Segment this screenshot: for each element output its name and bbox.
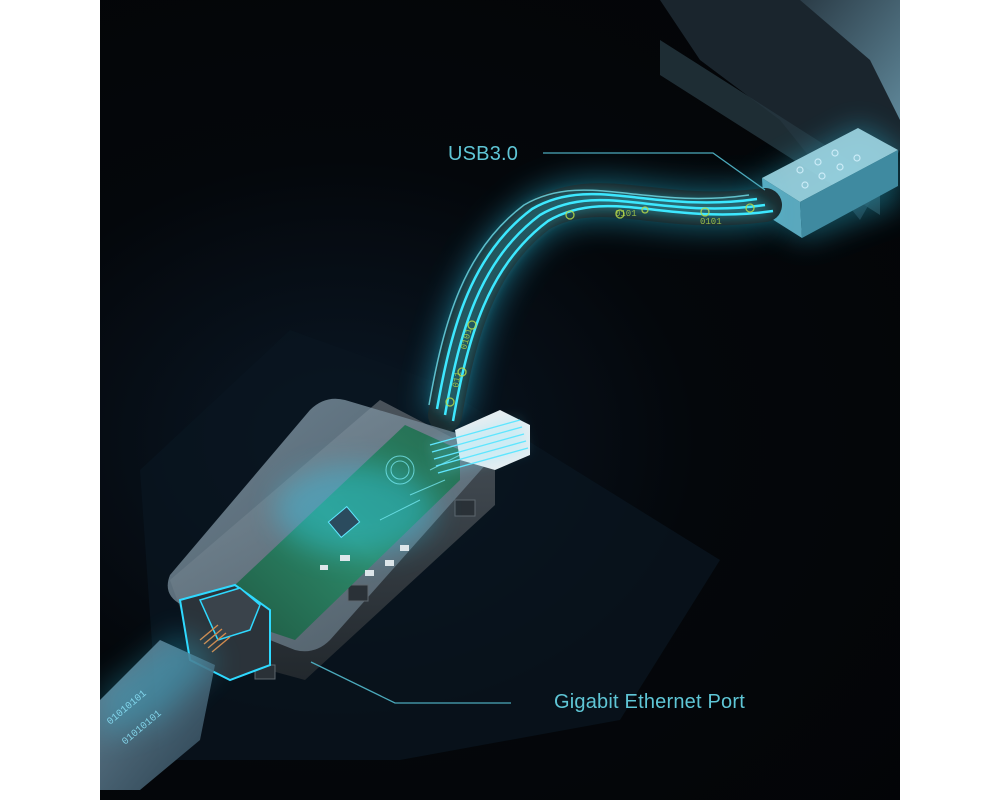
usb-cable: 01010101 0101 011	[422, 177, 782, 432]
ethernet-cable-plug: 01010101 01010101	[100, 630, 220, 790]
circuit-board	[235, 410, 530, 640]
ethernet-callout-label: Gigabit Ethernet Port	[554, 691, 745, 713]
svg-text:011: 011	[451, 371, 464, 389]
ethernet-callout-line	[310, 661, 511, 704]
svg-text:0101: 0101	[615, 209, 637, 219]
adapter-illustration: 01010101 0101 011	[100, 0, 900, 790]
svg-text:0101: 0101	[700, 217, 722, 227]
usb-callout-label: USB3.0	[448, 143, 519, 165]
usb-plug	[760, 125, 900, 240]
usb-callout-line	[543, 152, 766, 191]
